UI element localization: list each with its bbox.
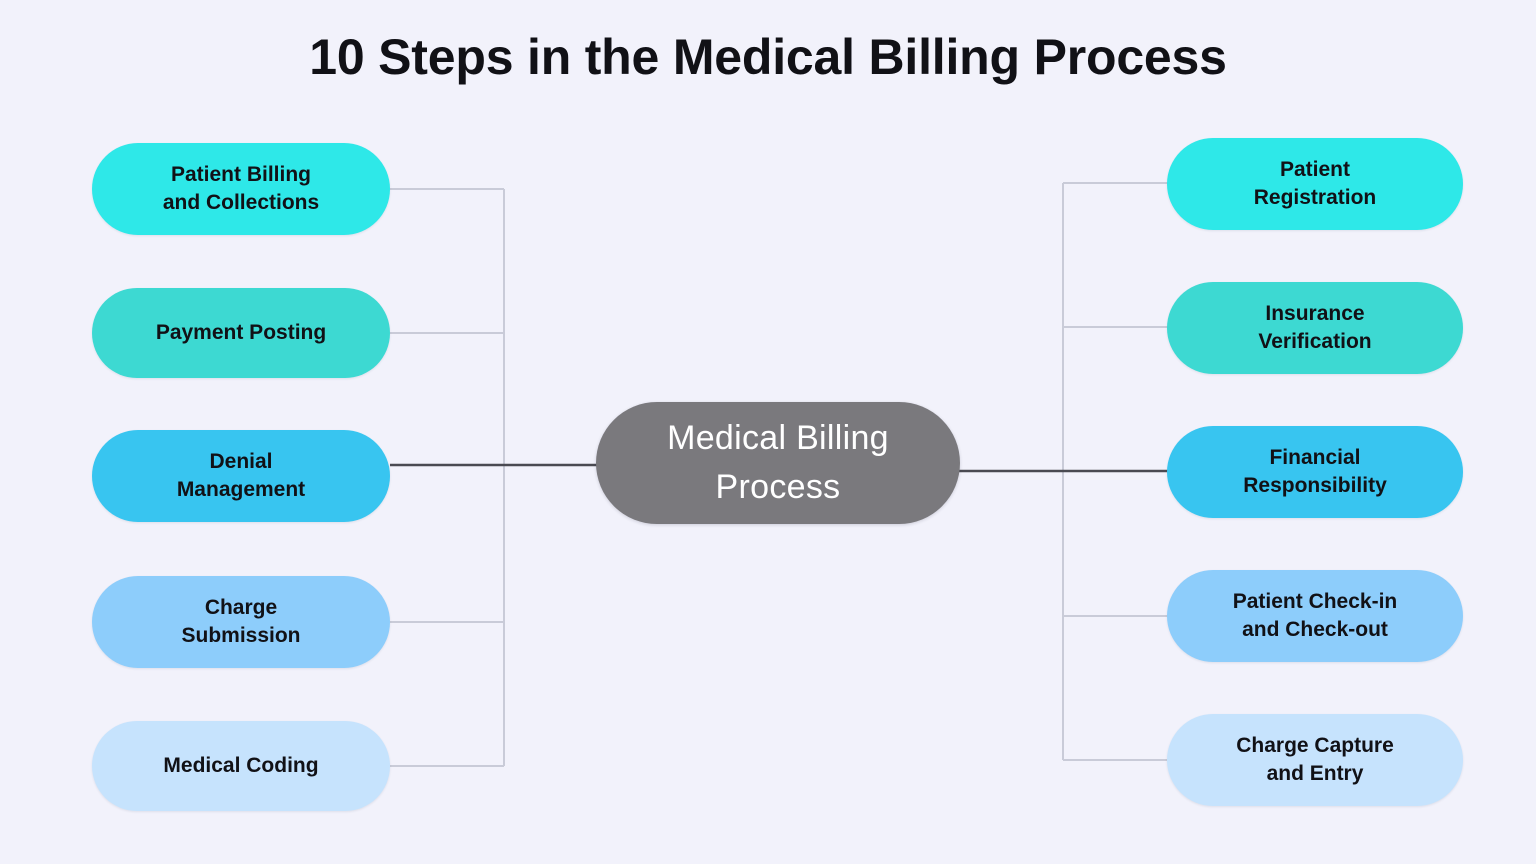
node-label: Charge Capture and Entry (1236, 733, 1394, 785)
node-financial-responsibility[interactable]: Financial Responsibility (1167, 426, 1463, 518)
node-medical-coding[interactable]: Medical Coding (92, 721, 390, 811)
node-label: Charge Submission (181, 595, 301, 647)
node-label: Medical Coding (163, 753, 319, 777)
hub-label: Medical Billing Process (667, 418, 889, 506)
node-payment-posting[interactable]: Payment Posting (92, 288, 390, 378)
node-patient-billing-and-collections[interactable]: Patient Billing and Collections (92, 143, 390, 235)
node-insurance-verification[interactable]: Insurance Verification (1167, 282, 1463, 374)
node-denial-management[interactable]: Denial Management (92, 430, 390, 522)
node-label: Patient Check-in and Check-out (1232, 589, 1398, 641)
node-label: Patient Billing and Collections (162, 162, 320, 214)
node-label: Denial Management (176, 449, 306, 501)
left-connector-group (390, 188, 598, 767)
hub-medical-billing-process[interactable]: Medical Billing Process (596, 402, 960, 524)
node-label: Payment Posting (155, 320, 327, 344)
node-label: Patient Registration (1253, 157, 1377, 209)
node-charge-submission[interactable]: Charge Submission (92, 576, 390, 668)
node-patient-registration[interactable]: Patient Registration (1167, 138, 1463, 230)
node-patient-check-in-and-check-out[interactable]: Patient Check-in and Check-out (1167, 570, 1463, 662)
right-connector-group (958, 182, 1172, 761)
node-label: Financial Responsibility (1243, 445, 1387, 497)
node-charge-capture-and-entry[interactable]: Charge Capture and Entry (1167, 714, 1463, 806)
page-title: 10 Steps in the Medical Billing Process (309, 29, 1227, 85)
node-label: Insurance Verification (1258, 301, 1372, 353)
